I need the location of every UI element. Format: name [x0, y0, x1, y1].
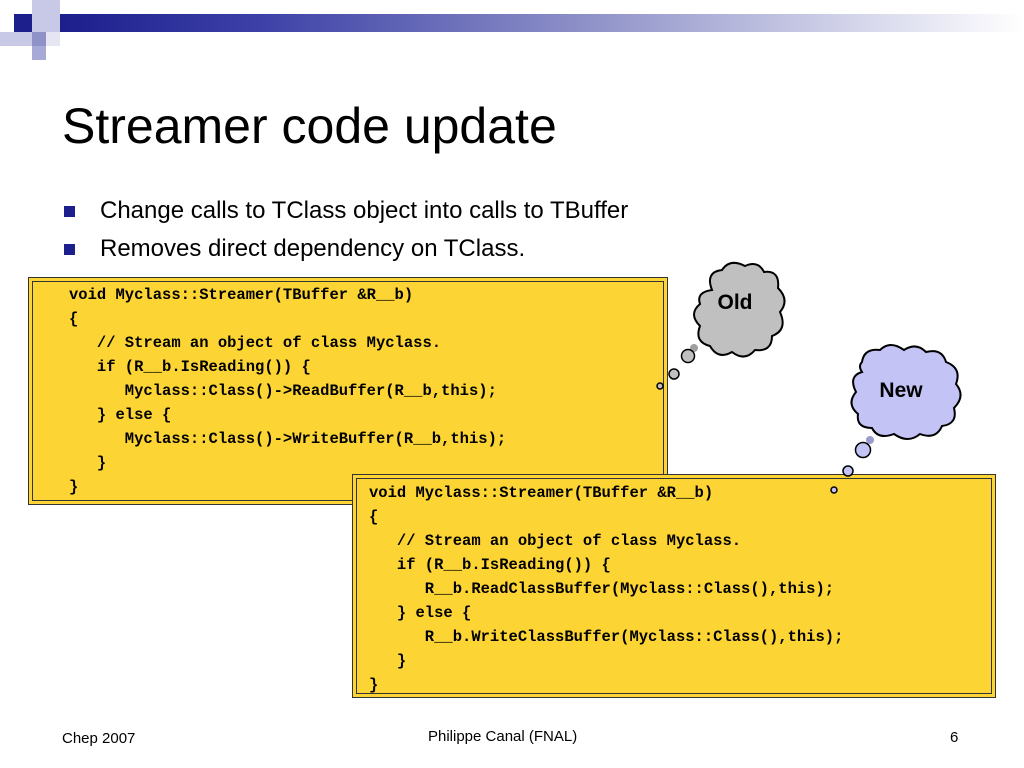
footer-author: Philippe Canal (FNAL) [428, 728, 578, 745]
new-thought-cloud-icon [830, 344, 962, 494]
square-bullet-icon [64, 206, 75, 217]
bullet-item: Removes direct dependency on TClass. [62, 230, 628, 268]
footer-left: Chep 2007 [62, 730, 136, 747]
old-code-box: void Myclass::Streamer(TBuffer &R__b) { … [28, 277, 668, 505]
bullet-item: Change calls to TClass object into calls… [62, 192, 628, 230]
old-code-text: void Myclass::Streamer(TBuffer &R__b) { … [69, 286, 507, 496]
bullet-text: Removes direct dependency on TClass. [100, 235, 526, 262]
old-cloud-label: Old [717, 291, 753, 314]
new-code-text: void Myclass::Streamer(TBuffer &R__b) { … [369, 484, 844, 694]
new-cloud-label: New [879, 379, 923, 402]
bullet-list: Change calls to TClass object into calls… [62, 192, 628, 268]
old-thought-cloud-icon [656, 261, 786, 390]
page-number: 6 [950, 729, 959, 746]
bullet-text: Change calls to TClass object into calls… [100, 197, 629, 224]
square-bullet-icon [64, 244, 75, 255]
header-bar [60, 14, 1024, 32]
new-code-box: void Myclass::Streamer(TBuffer &R__b) { … [352, 474, 996, 698]
slide-title: Streamer code update [62, 98, 557, 154]
